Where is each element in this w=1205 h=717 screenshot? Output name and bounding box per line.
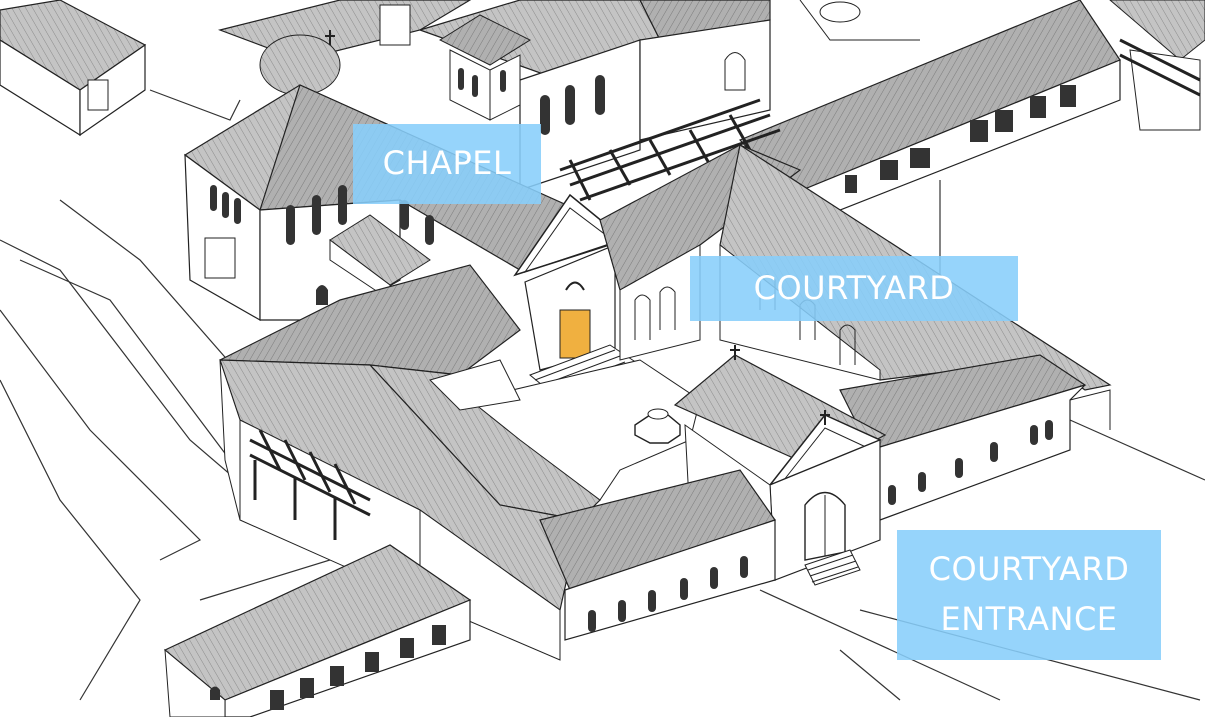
building-bottom-left [163, 544, 472, 717]
long-building-right [738, 0, 1205, 216]
pergola-back [559, 98, 781, 202]
right-wing [839, 354, 1111, 521]
chapel-label: CHAPEL [353, 124, 541, 204]
chapel-label-text: CHAPEL [382, 144, 512, 183]
roof-crosses [325, 30, 830, 425]
pavilion-top-left [0, 0, 147, 137]
chapel-door [559, 309, 591, 359]
pergola-left [249, 429, 371, 540]
courtyard-label: COURTYARD [690, 256, 1018, 321]
front-wing [539, 469, 776, 641]
courtyard-entrance-label: COURTYARD ENTRANCE [897, 530, 1161, 660]
courtyard-entrance-label-line2: ENTRANCE [940, 600, 1118, 638]
background-buildings [217, 0, 920, 191]
courtyard-floor [429, 359, 701, 501]
courtyard-label-text: COURTYARD [753, 268, 955, 307]
courtyard-entrance-label-line1: COURTYARD [928, 550, 1130, 589]
